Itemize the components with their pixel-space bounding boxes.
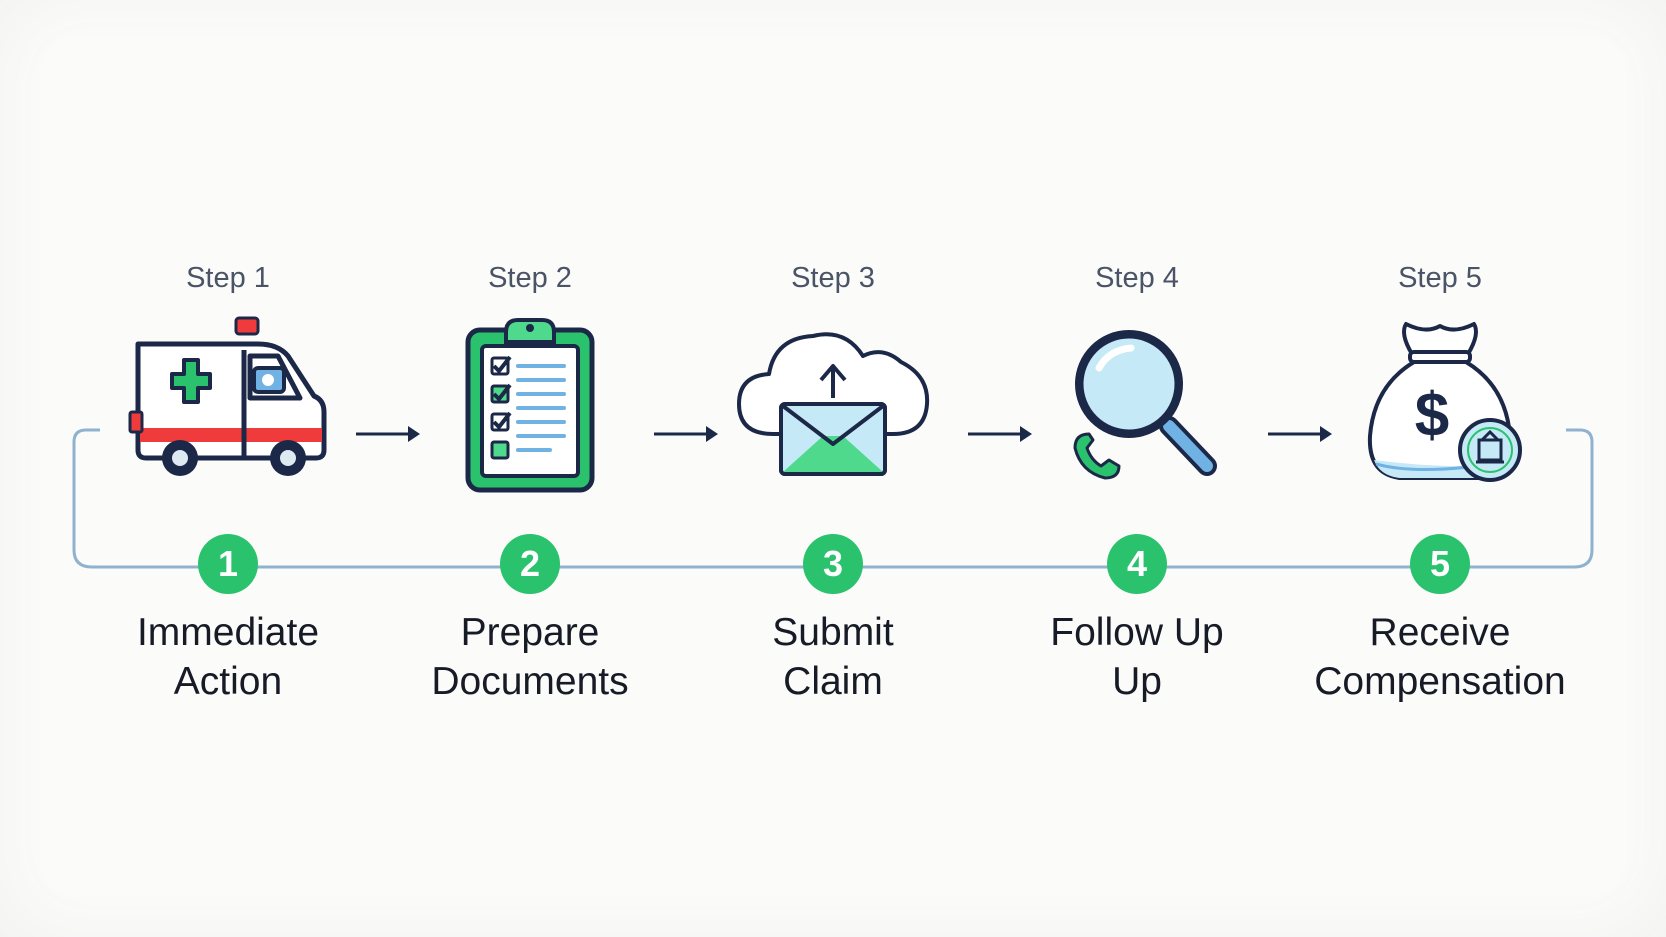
money-bag-icon: $ (1367, 322, 1522, 482)
step-label: Step 4 (1095, 262, 1179, 294)
step-3: Step 3 3 Submit Claim (683, 258, 983, 706)
step-number-badge: 4 (1107, 534, 1167, 594)
arrow-right-icon (968, 426, 1032, 442)
ambulance-icon (128, 316, 327, 476)
step-title: Immediate Action (78, 608, 378, 706)
step-title: Follow Up Up (987, 608, 1287, 706)
step-4: Step 4 4 Follow Up Up (987, 258, 1287, 706)
clipboard-checklist-icon (465, 318, 595, 493)
step-title-line: Up (1112, 660, 1162, 703)
step-number-badge: 1 (198, 534, 258, 594)
step-number-badge: 3 (803, 534, 863, 594)
step-label: Step 2 (488, 262, 572, 294)
step-title-line: Receive (1369, 611, 1511, 654)
arrow-right-icon (654, 426, 718, 442)
step-title-line: Documents (431, 660, 629, 703)
step-title-line: Claim (783, 660, 883, 703)
step-title-line: Compensation (1314, 660, 1566, 703)
step-label: Step 1 (186, 262, 270, 294)
step-title-line: Follow Up (1050, 611, 1224, 654)
magnifier-phone-icon (1073, 330, 1217, 480)
step-title-line: Immediate (136, 611, 320, 654)
step-1: Step 1 1 Immediate Action (78, 258, 378, 706)
step-2: Step 2 2 Prepare Documents (380, 258, 680, 706)
step-title-line: Submit (772, 611, 894, 654)
svg-text:$: $ (1415, 381, 1449, 450)
cloud-upload-envelope-icon (737, 332, 930, 476)
step-number-badge: 5 (1410, 534, 1470, 594)
step-title-line: Action (173, 660, 283, 703)
step-title-line: Prepare (460, 611, 600, 654)
arrow-right-icon (356, 426, 420, 442)
step-5: Step 5 $ 5 Receive Compensation (1290, 258, 1590, 706)
step-number-badge: 2 (500, 534, 560, 594)
step-label: Step 3 (791, 262, 875, 294)
step-label: Step 5 (1398, 262, 1482, 294)
arrow-right-icon (1268, 426, 1332, 442)
step-title: Submit Claim (683, 608, 983, 706)
step-title: Receive Compensation (1290, 608, 1590, 706)
step-title: Prepare Documents (380, 608, 680, 706)
